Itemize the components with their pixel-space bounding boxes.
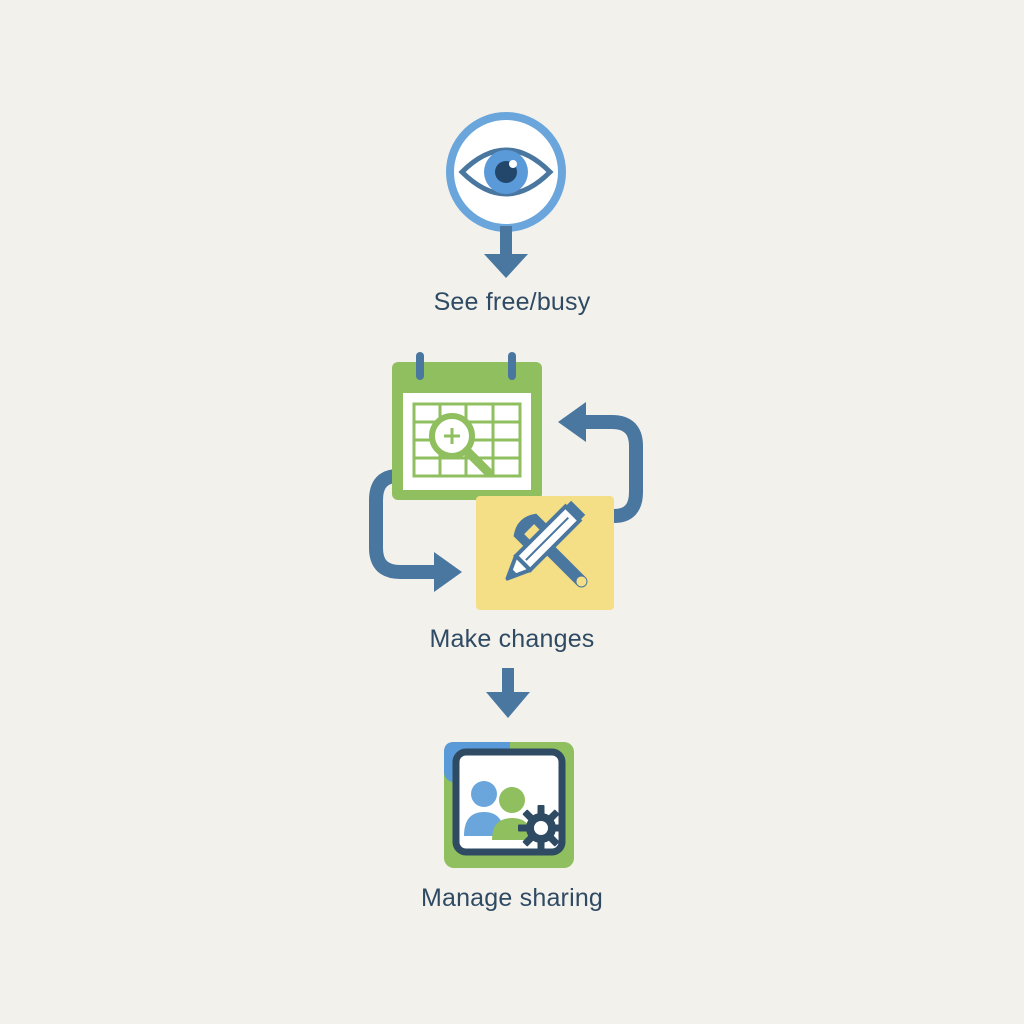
cycle-arrow-right <box>558 402 643 523</box>
step-label-see-free-busy: See free/busy <box>433 288 591 316</box>
eye-icon <box>446 112 566 232</box>
arrow-down-2 <box>486 668 530 718</box>
people-settings-icon <box>444 742 574 868</box>
calendar-search-icon <box>392 352 542 500</box>
step-label-make-changes: Make changes <box>429 625 595 653</box>
pencil-wrench-icon <box>476 496 614 610</box>
arrow-down-1 <box>484 226 528 278</box>
cycle-arrow-left <box>369 469 462 592</box>
step-label-manage-sharing: Manage sharing <box>420 884 604 912</box>
